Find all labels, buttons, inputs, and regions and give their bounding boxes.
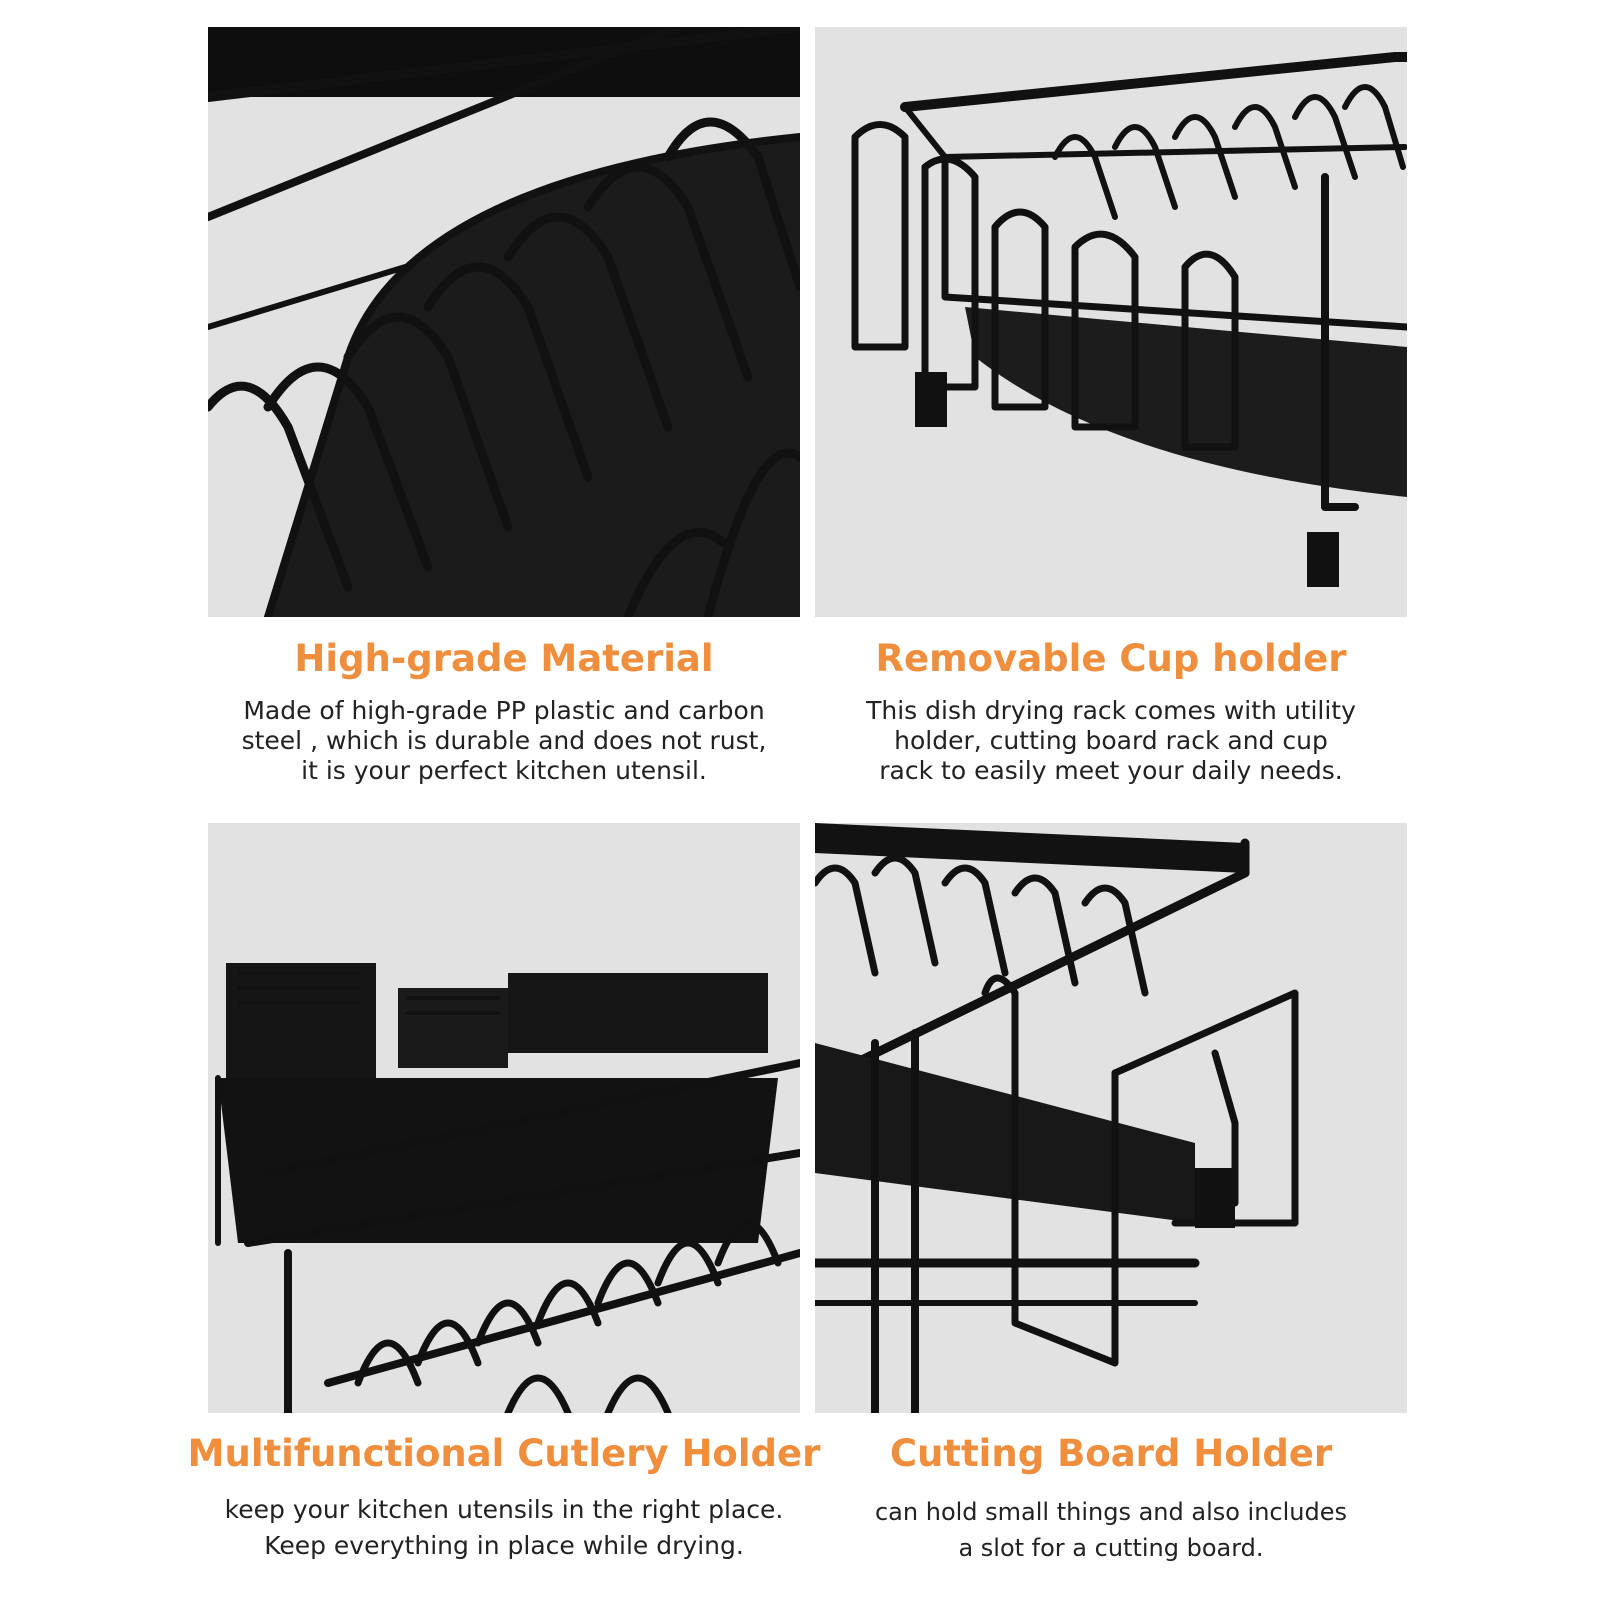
feature-text-line: steel , which is durable and does not ru… [241, 726, 767, 755]
photo-high-grade-material [208, 27, 800, 617]
feature-text-cutlery-holder: keep your kitchen utensils in the right … [184, 1492, 824, 1564]
feature-text-material: Made of high-grade PP plastic and carbon… [184, 696, 824, 786]
cutting-board-holder-image [815, 823, 1407, 1413]
feature-text-line: rack to easily meet your daily needs. [879, 756, 1343, 785]
rack-wire-closeup-image [208, 27, 800, 617]
feature-text-line: holder, cutting board rack and cup [894, 726, 1328, 755]
feature-title-cutlery-holder: Multifunctional Cutlery Holder [187, 1432, 821, 1475]
feature-title-cup-holder: Removable Cup holder [875, 637, 1347, 680]
feature-text-line: can hold small things and also includes [874, 1498, 1348, 1526]
feature-title-material: High-grade Material [294, 637, 714, 680]
rack-cup-holder-image [815, 27, 1407, 617]
photo-removable-cup-holder [815, 27, 1407, 617]
feature-text-cup-holder: This dish drying rack comes with utility… [791, 696, 1431, 786]
photo-cutting-board-holder [815, 823, 1407, 1413]
feature-text-line: it is your perfect kitchen utensil. [301, 756, 707, 785]
feature-text-line: This dish drying rack comes with utility [866, 696, 1356, 725]
feature-text-line: keep your kitchen utensils in the right … [224, 1495, 784, 1524]
cutlery-holder-image [208, 823, 800, 1413]
feature-title-cutting-board: Cutting Board Holder [889, 1432, 1333, 1475]
feature-text-line: Keep everything in place while drying. [264, 1531, 744, 1560]
photo-cutlery-holder [208, 823, 800, 1413]
feature-text-cutting-board: can hold small things and also includes … [791, 1494, 1431, 1566]
feature-text-line: a slot for a cutting board. [958, 1534, 1264, 1562]
feature-text-line: Made of high-grade PP plastic and carbon [243, 696, 765, 725]
